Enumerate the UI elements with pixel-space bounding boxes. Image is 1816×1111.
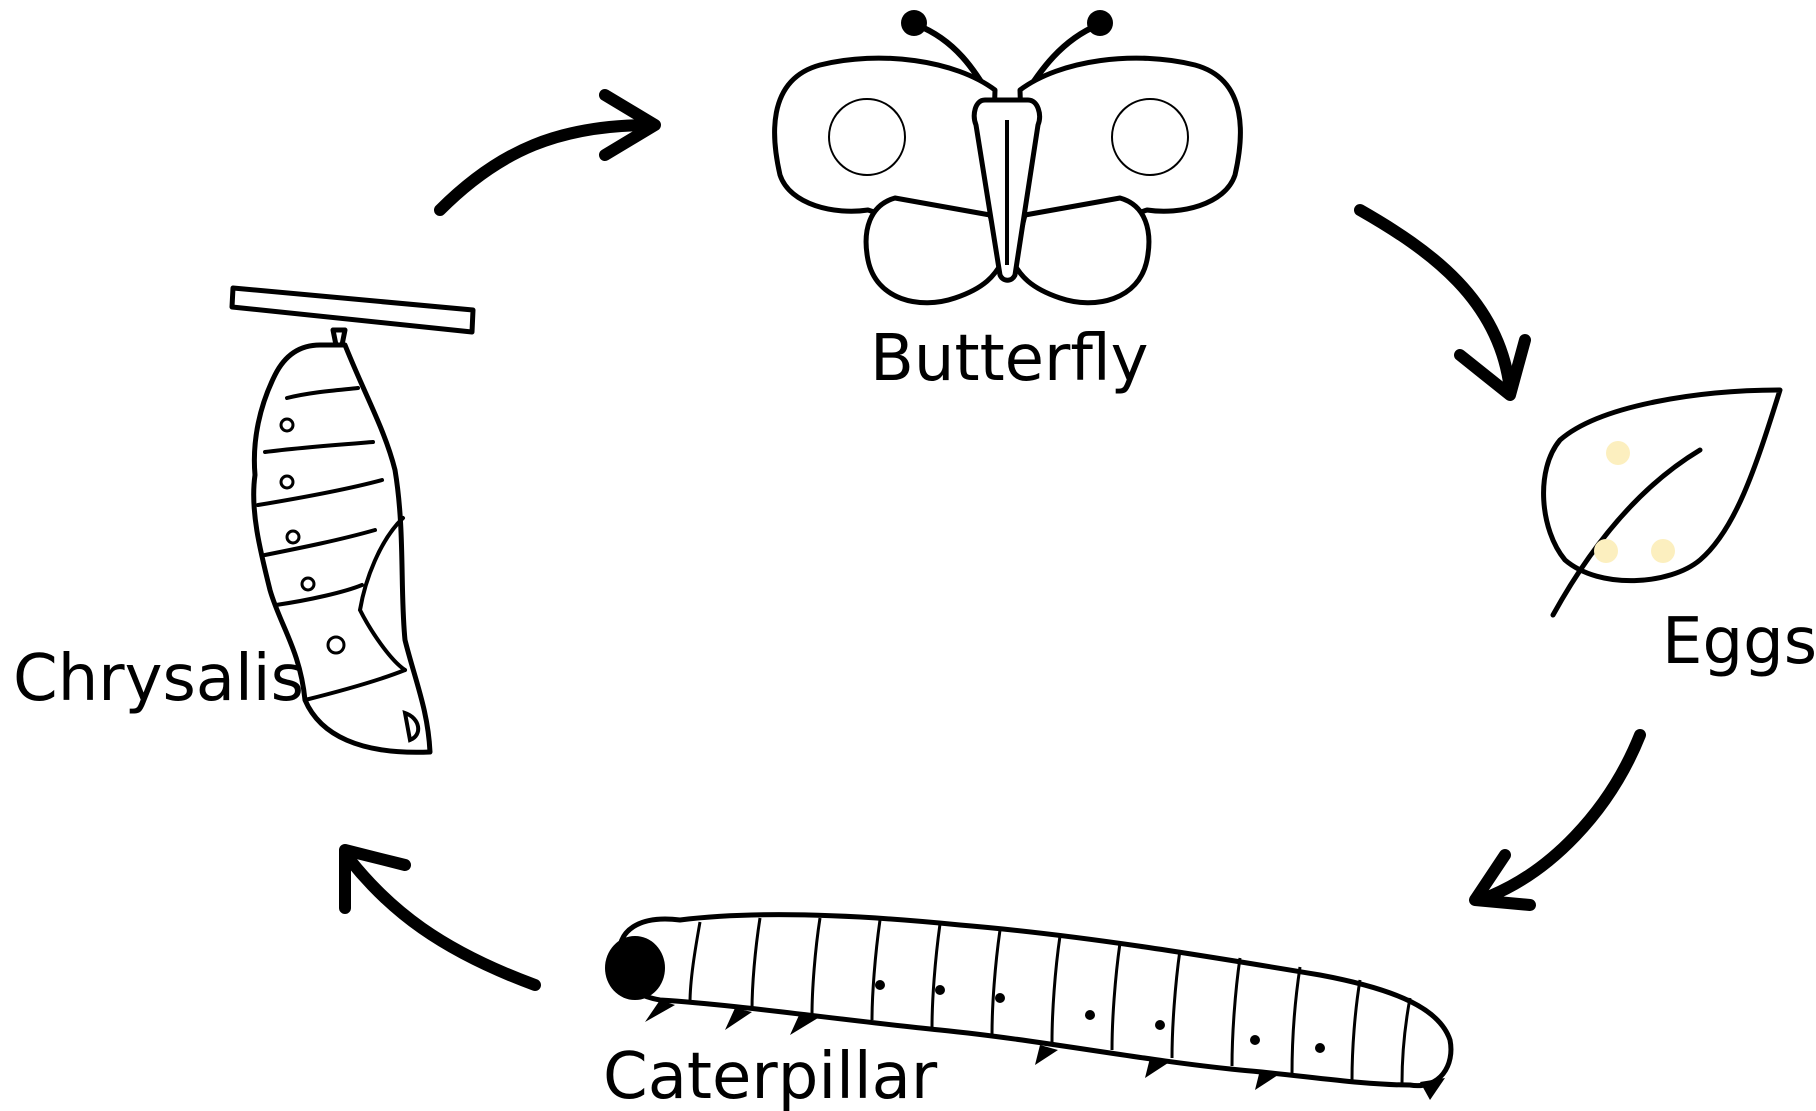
egg-icon [1594,539,1618,563]
arrow-butterfly-to-eggs [1360,210,1525,395]
eggs-label: Eggs [1662,605,1816,679]
arrow-caterpillar-to-chrysalis [345,850,535,985]
caterpillar-label: Caterpillar [603,1040,938,1111]
egg-icon [1606,441,1630,465]
butterfly-label: Butterfly [870,322,1149,396]
chrysalis-label: Chrysalis [13,642,304,716]
butterfly-icon [775,10,1241,303]
egg-icon [1651,539,1675,563]
leaf-with-eggs-icon [1544,390,1780,615]
arrow-eggs-to-caterpillar [1475,735,1640,905]
arrow-chrysalis-to-butterfly [440,95,655,210]
